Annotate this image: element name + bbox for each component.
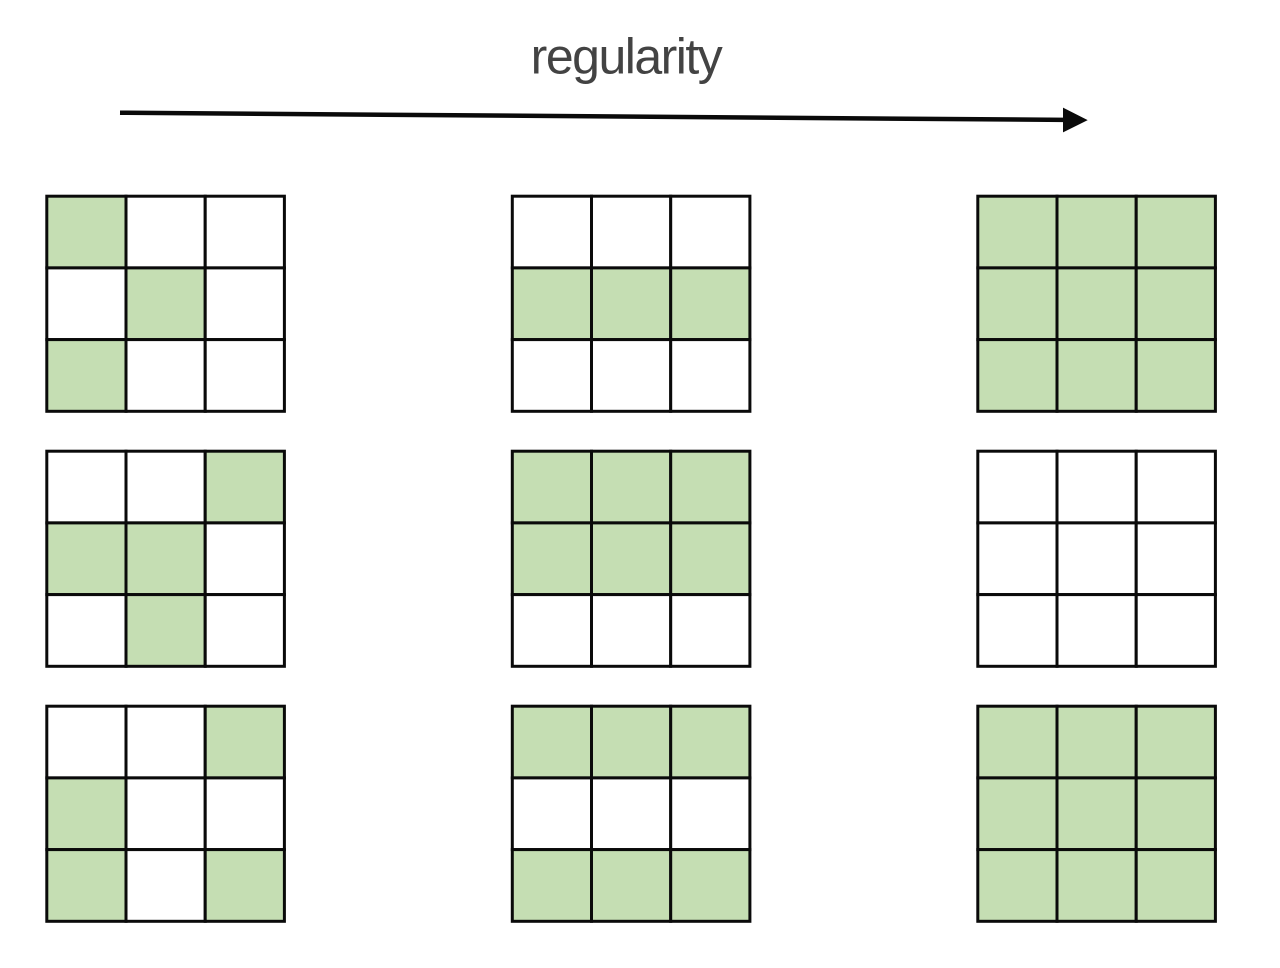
svg-text:regularity: regularity [531, 29, 723, 85]
